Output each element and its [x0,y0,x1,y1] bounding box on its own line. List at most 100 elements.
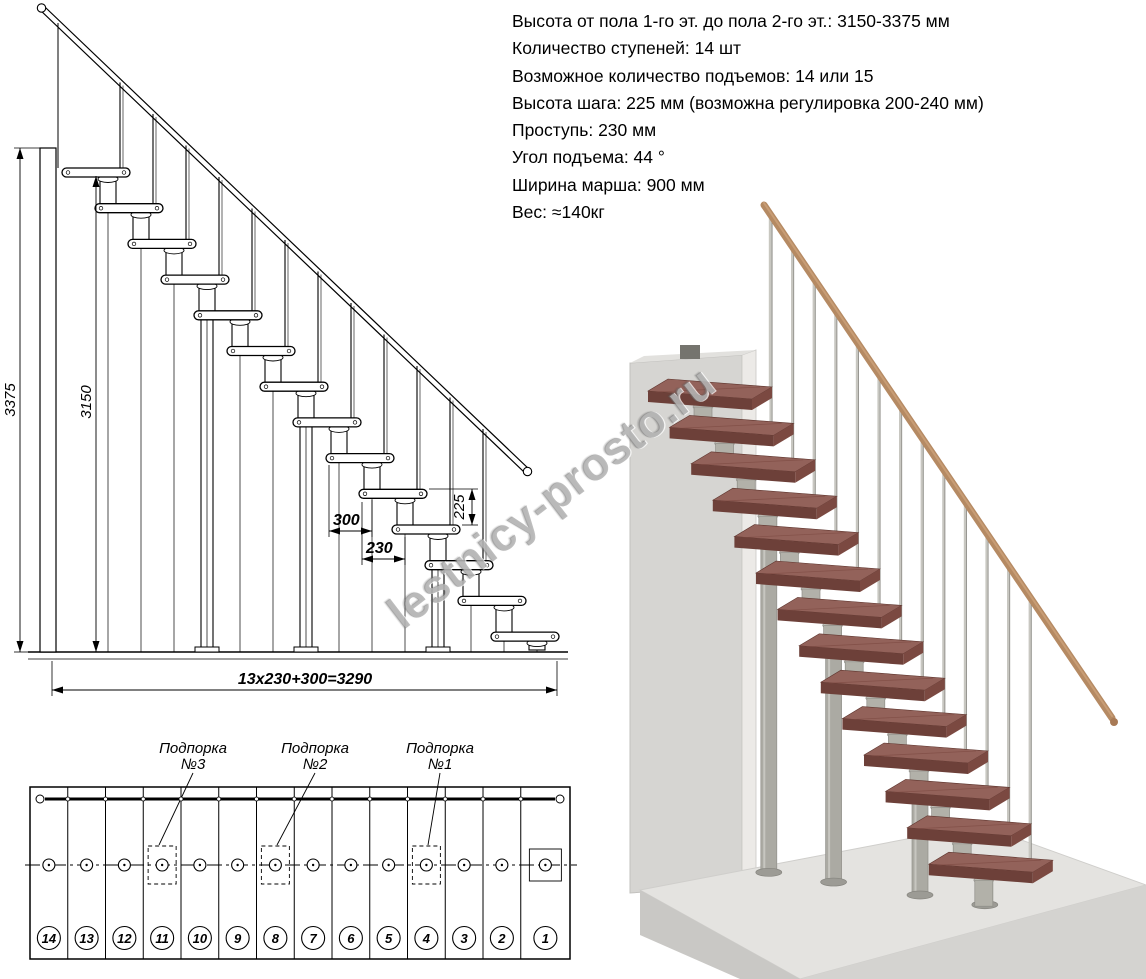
side-elevation-view: 3375 3150 225 300 230 13 [2,3,568,696]
step-number-circle [74,925,99,951]
step-number: 10 [193,931,208,946]
tread-side [968,751,988,774]
spec-line-steps-count: Количество ступеней: 14 шт [512,38,742,59]
post-base [293,646,319,653]
tread-side [816,496,837,520]
step-number-circle [376,925,401,951]
tread-bolt [154,206,160,211]
wood-grain [763,568,869,575]
step-number: 5 [385,931,393,946]
step-number-circle [414,925,439,951]
tread-side [860,569,880,592]
rail-joint [442,796,448,802]
step-number: 13 [79,931,94,946]
wood-grain [785,605,890,611]
tread [424,560,494,571]
handrail-top-ball [36,3,47,13]
tread-front [799,645,904,665]
leader-line [427,772,441,846]
handrail-bottom-ball [522,466,533,477]
tread-bolt [319,384,325,389]
plan-outline [29,786,571,960]
tread-bolt [65,170,71,175]
module-hole-center [311,863,315,867]
rail-joint [329,796,335,802]
spec-line-rises: Возможное количество подъемов: 14 или 15 [512,65,874,86]
staircase-structure [57,23,560,653]
step-number-circle [452,925,477,951]
tread-front [756,573,860,592]
tread [457,595,527,607]
dim-total-height: 3375 [2,147,42,653]
tread [490,631,560,642]
tread-bolt [362,491,368,496]
module-hole-center [236,863,239,867]
step-number: 3 [461,931,469,946]
tread-bolt [187,241,193,247]
step-number: 1 [542,931,549,946]
support-column [825,627,842,883]
step-number-circle [112,925,137,951]
tread-front [712,500,817,520]
dim-label-3150: 3150 [78,385,95,419]
leader-line [158,772,194,846]
module-hole-center [85,863,88,867]
tread [160,274,230,285]
tread-side [752,387,772,410]
step-number: 9 [234,931,242,946]
tread-bolt [253,313,259,318]
first-step-plate [528,848,562,882]
spec-line-tread: Проступь: 230 мм [512,120,657,141]
floor-line [28,651,568,660]
step-number-circle [338,925,363,951]
tread-side [773,423,794,447]
rail-joint [254,796,259,802]
module-hole-center [160,863,164,867]
handrail [36,3,533,477]
floor-left-face [640,890,800,979]
module-hole-center [425,863,428,867]
tread [259,381,329,392]
tread-side [903,641,924,665]
tread-front [885,791,990,811]
leader-line [276,772,316,846]
tread-side [946,714,967,738]
plan-rail [35,794,565,804]
tread-bolt [197,313,203,318]
tread-bolt [329,455,335,461]
support-label-3: Подпорка №3 [158,740,227,846]
module-hole-center [462,863,466,867]
dim-label-230: 230 [365,540,393,557]
plan-rail-end-right [555,794,565,804]
tread-bolt [164,277,170,282]
rail-joint [367,796,373,802]
tread-side [989,787,1010,811]
rail-joint [480,796,486,802]
dim-step-height: 225 [429,488,478,526]
column-base [820,877,847,887]
tread-bolt [494,634,500,639]
step-number-circle [187,925,212,951]
tread-bolt [121,170,127,175]
support-1-name: Подпорка [406,740,474,757]
module-hole-center [387,863,390,867]
tread-front [777,609,882,629]
tread [193,310,263,321]
tread [127,238,197,250]
tread-bolt [461,598,467,604]
tread [226,345,296,357]
support-marker [411,845,441,885]
tread-front [669,427,774,447]
tread-front [648,391,752,410]
support-2-number: №2 [303,756,328,773]
step-number-circle [225,925,250,951]
tread-front [820,682,925,702]
support-2-name: Подпорка [281,740,349,757]
module-hole-center [123,863,126,867]
tread-side [881,605,902,629]
tread-bolt [220,277,226,282]
wall-post [39,147,57,653]
support-marker [260,845,290,885]
tread-bolt [263,384,269,389]
